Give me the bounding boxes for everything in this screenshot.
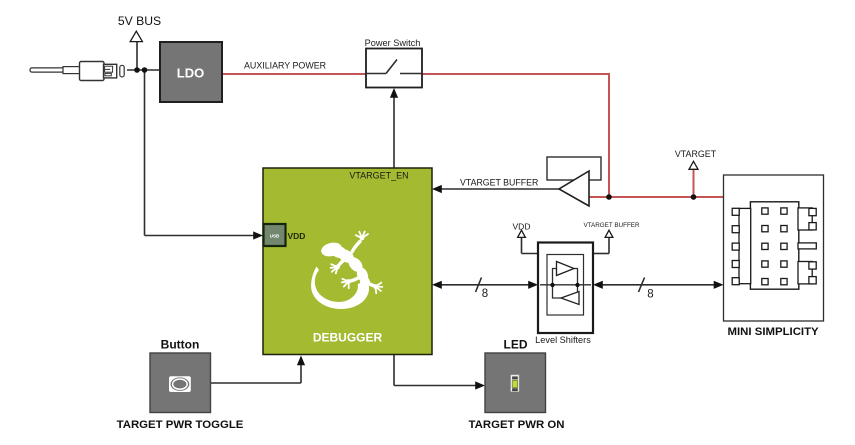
svg-text:Level Shifters: Level Shifters <box>535 335 591 345</box>
svg-text:5V BUS: 5V BUS <box>118 14 161 28</box>
svg-text:Button: Button <box>161 338 200 352</box>
svg-text:VTARGET: VTARGET <box>675 149 717 159</box>
svg-text:TARGET PWR ON: TARGET PWR ON <box>469 419 565 431</box>
svg-text:TARGET PWR TOGGLE: TARGET PWR TOGGLE <box>117 419 244 431</box>
svg-text:VDD: VDD <box>513 221 531 231</box>
svg-text:8: 8 <box>482 288 488 300</box>
svg-text:MINI SIMPLICITY: MINI SIMPLICITY <box>728 326 820 338</box>
svg-text:VDD: VDD <box>288 231 306 241</box>
svg-text:AUXILIARY POWER: AUXILIARY POWER <box>244 60 326 70</box>
svg-text:DEBUGGER: DEBUGGER <box>313 331 383 345</box>
svg-text:VTARGET BUFFER: VTARGET BUFFER <box>460 178 538 188</box>
svg-text:USB: USB <box>270 233 280 238</box>
svg-text:VTARGET_EN: VTARGET_EN <box>349 171 408 181</box>
svg-text:LDO: LDO <box>177 66 204 81</box>
svg-text:Power Switch: Power Switch <box>365 38 421 48</box>
svg-text:LED: LED <box>504 338 528 352</box>
svg-text:8: 8 <box>647 289 653 301</box>
svg-text:VTARGET BUFFER: VTARGET BUFFER <box>583 222 640 229</box>
